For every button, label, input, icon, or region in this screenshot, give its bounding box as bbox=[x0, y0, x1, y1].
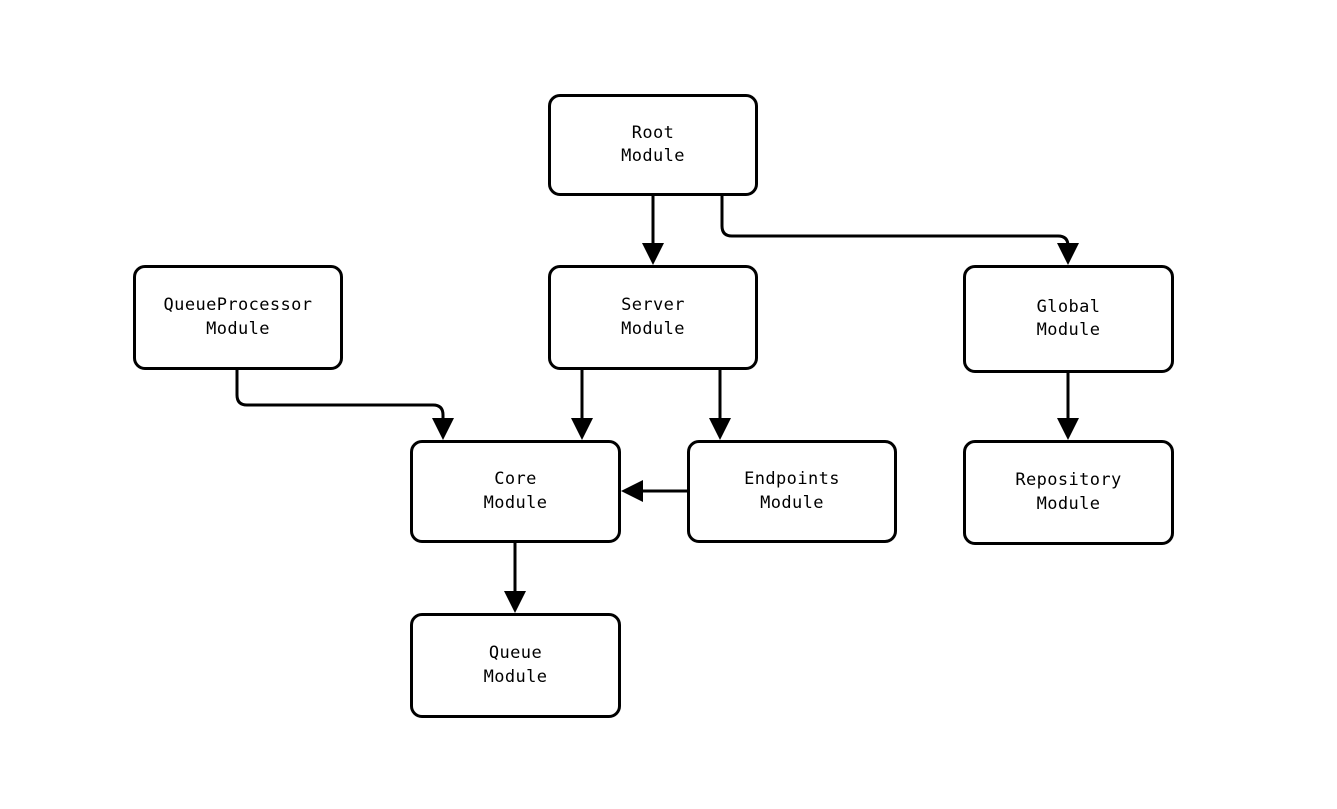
node-repository-name: Repository bbox=[1015, 470, 1122, 491]
arrowhead-queueprocessor-to-core bbox=[432, 418, 454, 440]
node-global-kind: Module bbox=[1036, 320, 1101, 340]
node-repository-kind: Module bbox=[1036, 493, 1101, 514]
node-root-name: Root bbox=[631, 122, 675, 143]
arrowhead-server-to-core bbox=[571, 418, 593, 440]
node-root-kind: Module bbox=[621, 146, 685, 166]
arrowhead-root-to-server bbox=[642, 243, 664, 265]
arrowhead-global-to-repository bbox=[1057, 418, 1079, 440]
node-server-name: Server bbox=[621, 295, 685, 316]
arrowhead-core-to-queue bbox=[504, 591, 526, 613]
node-queueprocessor-kind: Module bbox=[206, 318, 270, 339]
edge-root-to-global bbox=[720, 196, 1070, 248]
node-queueprocessor-name: QueueProcessor bbox=[163, 295, 313, 316]
node-queue-kind: Module bbox=[483, 666, 548, 687]
edge-queueprocessor-to-core bbox=[235, 370, 445, 418]
node-core-name: Core bbox=[494, 469, 537, 490]
node-endpoints-name: Endpoints bbox=[744, 469, 840, 490]
arrowhead-server-to-endpoints bbox=[709, 418, 731, 440]
arrowhead-endpoints-to-core bbox=[621, 480, 643, 502]
node-endpoints-kind: Module bbox=[760, 492, 824, 513]
arrowhead-root-to-global bbox=[1057, 243, 1079, 265]
node-global-name: Global bbox=[1036, 296, 1101, 317]
node-core-kind: Module bbox=[483, 492, 548, 513]
node-server-kind: Module bbox=[621, 318, 685, 339]
node-queue-name: Queue bbox=[488, 643, 543, 664]
